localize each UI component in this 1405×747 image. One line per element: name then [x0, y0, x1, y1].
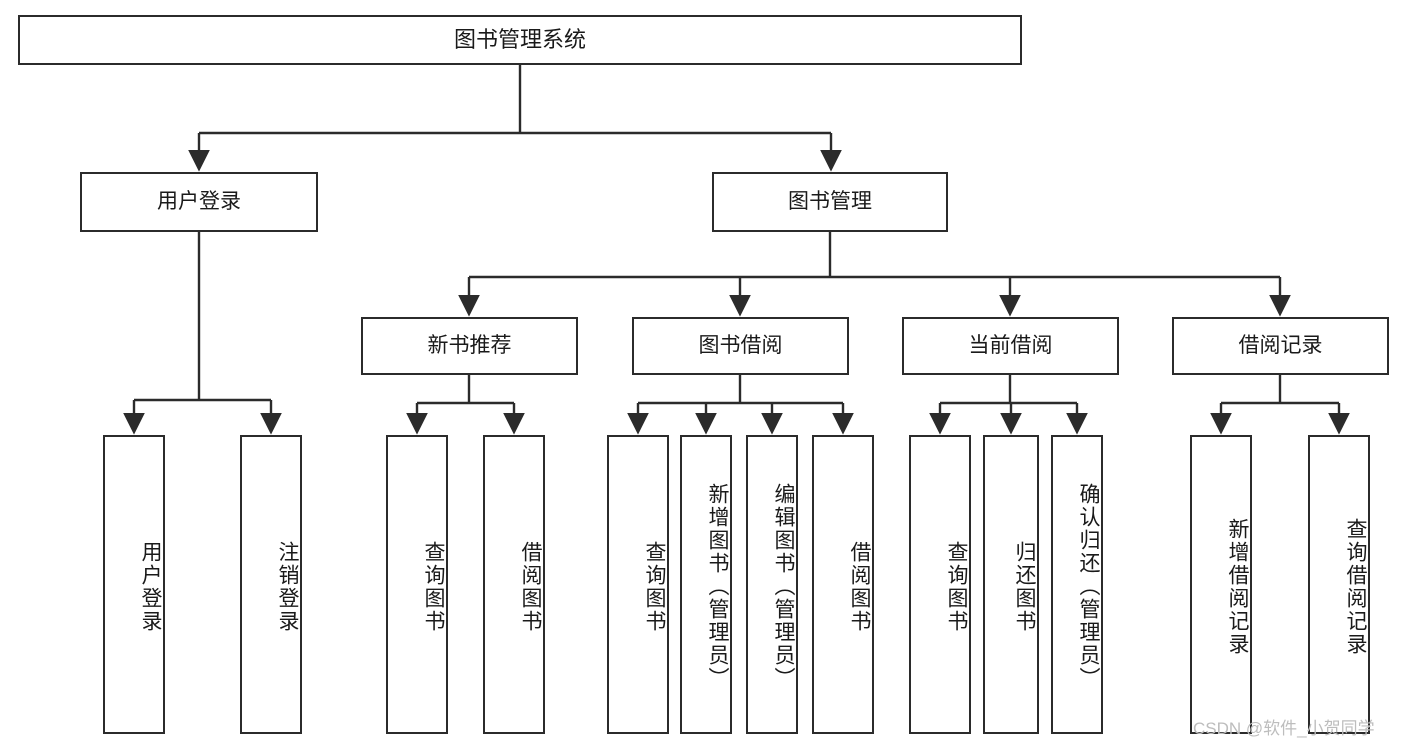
node-label: 当前借阅 [968, 334, 1053, 358]
edges-book-management-to-level3 [458, 232, 1291, 317]
node-leaf-borrow-book-1[interactable]: 借阅图书 [483, 435, 545, 734]
node-leaf-query-book-2[interactable]: 查询图书 [607, 435, 669, 734]
edges-new-book-recommend-to-leaves [406, 375, 525, 435]
node-label: 用户登录 [139, 540, 162, 633]
node-label: 查询借阅记录 [1344, 517, 1367, 656]
node-label: 查询图书 [945, 540, 968, 633]
node-label: 查询图书 [422, 540, 445, 633]
node-leaf-return-book[interactable]: 归还图书 [983, 435, 1039, 734]
node-leaf-add-borrow-record[interactable]: 新增借阅记录 [1190, 435, 1252, 734]
edges-current-borrow-to-leaves [929, 375, 1088, 435]
node-book-management-system[interactable]: 图书管理系统 [18, 15, 1022, 65]
node-leaf-confirm-return-admin[interactable]: 确认归还（管理员） [1051, 435, 1103, 734]
node-leaf-add-book-admin[interactable]: 新增图书（管理员） [680, 435, 732, 734]
node-label: 图书管理系统 [453, 26, 586, 52]
node-user-login[interactable]: 用户登录 [80, 172, 318, 232]
edges-book-borrow-to-leaves [627, 375, 854, 435]
node-book-borrow[interactable]: 图书借阅 [632, 317, 849, 375]
node-leaf-query-borrow-record[interactable]: 查询借阅记录 [1308, 435, 1370, 734]
node-label: 新增借阅记录 [1226, 517, 1249, 656]
node-label: 图书借阅 [698, 334, 783, 358]
node-label: 用户登录 [157, 190, 241, 214]
edges-borrow-record-to-leaves [1210, 375, 1350, 435]
node-label: 查询图书 [643, 540, 666, 633]
edges-root-to-level2 [188, 65, 842, 172]
node-label: 编辑图书（管理员） [772, 483, 795, 690]
node-label: 借阅记录 [1238, 334, 1323, 358]
node-book-management[interactable]: 图书管理 [712, 172, 948, 232]
node-leaf-edit-book-admin[interactable]: 编辑图书（管理员） [746, 435, 798, 734]
node-borrow-record[interactable]: 借阅记录 [1172, 317, 1389, 375]
node-label: 注销登录 [276, 540, 299, 633]
node-label: 确认归还（管理员） [1077, 483, 1100, 690]
node-label: 借阅图书 [848, 540, 871, 633]
node-label: 归还图书 [1013, 540, 1036, 633]
node-leaf-user-login[interactable]: 用户登录 [103, 435, 165, 734]
node-label: 新书推荐 [427, 334, 512, 358]
node-leaf-query-book-1[interactable]: 查询图书 [386, 435, 448, 734]
csdn-watermark: CSDN @软件_小贺同学 [1193, 719, 1375, 738]
node-label: 新增图书（管理员） [706, 483, 729, 690]
node-new-book-recommend[interactable]: 新书推荐 [361, 317, 578, 375]
node-leaf-query-book-3[interactable]: 查询图书 [909, 435, 971, 734]
edges-user-login-to-leaves [123, 232, 282, 435]
node-leaf-borrow-book-2[interactable]: 借阅图书 [812, 435, 874, 734]
node-label: 借阅图书 [519, 540, 542, 633]
node-leaf-logout-login[interactable]: 注销登录 [240, 435, 302, 734]
node-label: 图书管理 [788, 190, 872, 214]
node-current-borrow[interactable]: 当前借阅 [902, 317, 1119, 375]
